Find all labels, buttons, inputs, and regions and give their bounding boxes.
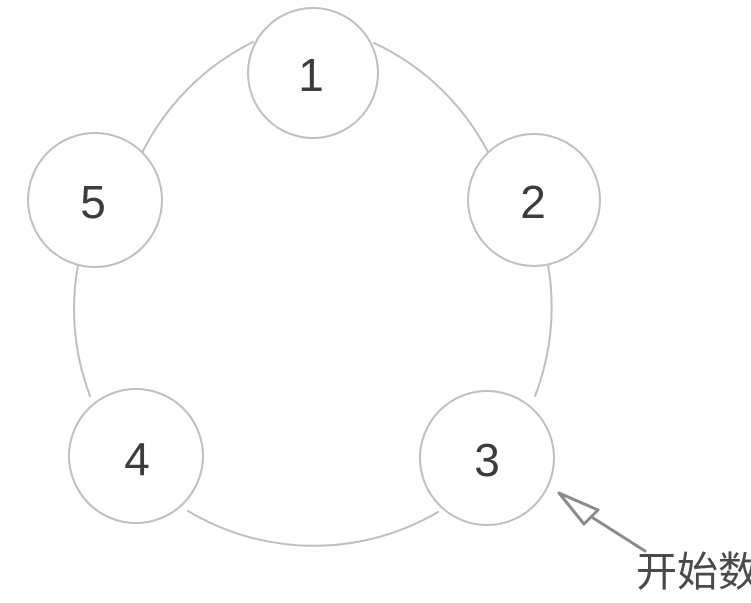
node-3-circle[interactable] — [419, 390, 555, 526]
start-count-label: 开始数 — [636, 548, 751, 596]
edge-3-to-4 — [187, 510, 439, 547]
edge-layer — [73, 41, 553, 547]
edge-5-to-1 — [141, 41, 254, 154]
node-3[interactable]: 3 — [419, 390, 555, 526]
edge-2-to-3 — [534, 264, 553, 397]
node-2[interactable]: 2 — [467, 133, 601, 267]
node-2-circle[interactable] — [467, 133, 601, 267]
node-1[interactable]: 1 — [247, 7, 379, 139]
node-5-circle[interactable] — [27, 132, 163, 268]
node-1-label: 1 — [298, 49, 324, 101]
node-5[interactable]: 5 — [27, 132, 163, 268]
edge-4-to-5 — [73, 264, 91, 397]
edge-1-to-2 — [373, 42, 490, 155]
start-count-arrow-icon — [557, 491, 647, 553]
arrow-shaft — [588, 514, 647, 553]
node-4-label: 4 — [124, 433, 150, 485]
node-3-label: 3 — [474, 434, 500, 486]
node-1-circle[interactable] — [247, 7, 379, 139]
node-4[interactable]: 4 — [68, 388, 204, 524]
node-4-circle[interactable] — [68, 388, 204, 524]
node-5-label: 5 — [80, 176, 106, 228]
node-2-label: 2 — [520, 176, 546, 228]
arrow-head-icon — [557, 491, 600, 526]
